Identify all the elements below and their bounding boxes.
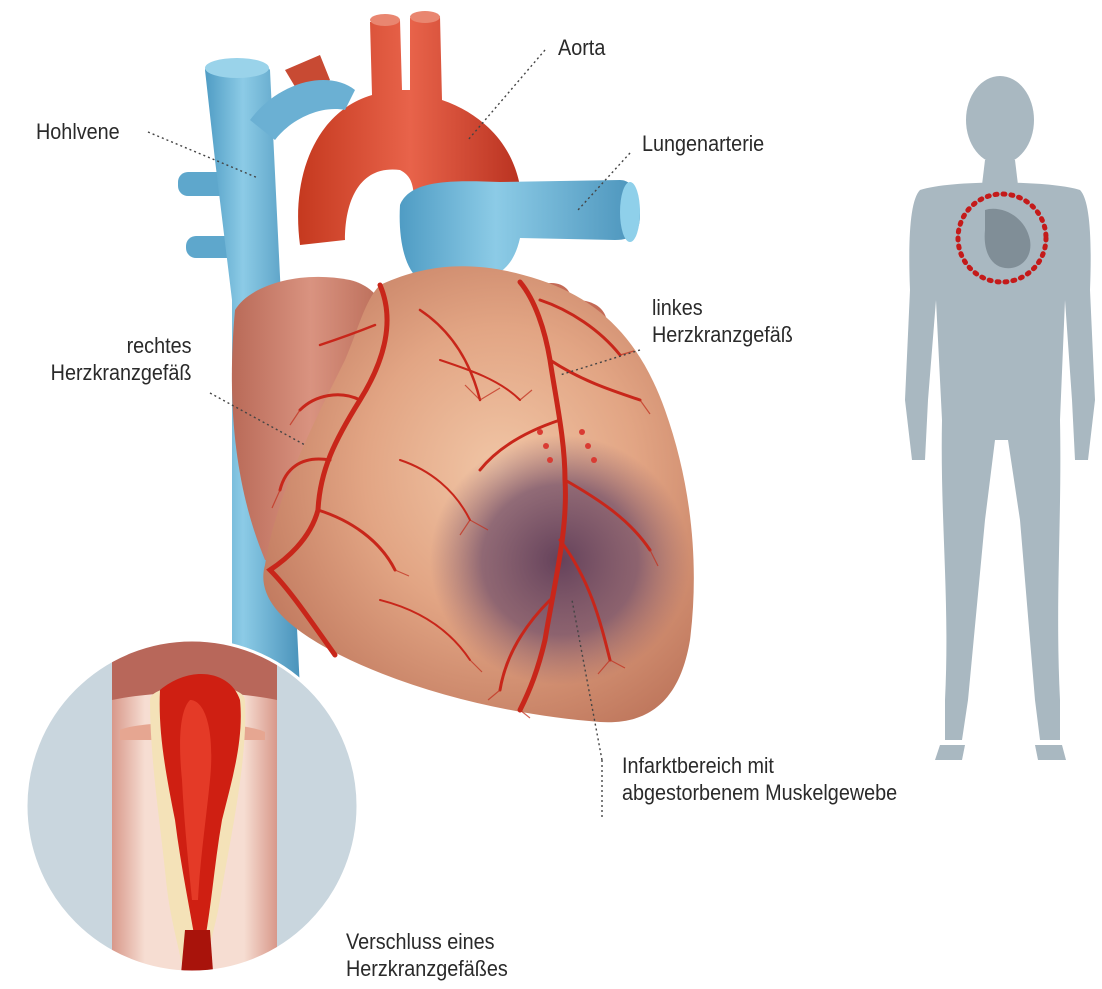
label-linkes-herzkranzgefaess: linkes Herzkranzgefäß: [652, 294, 793, 348]
label-verschluss-line2: Herzkranzgefäßes: [346, 955, 508, 982]
label-rechtes-herzkranzgefaess: rechtes Herzkranzgefäß: [51, 332, 192, 386]
label-hohlvene: Hohlvene: [36, 118, 120, 145]
label-infarkt-line1: Infarktbereich mit: [622, 752, 897, 779]
label-rechtes-line1: rechtes: [51, 332, 192, 359]
label-aorta: Aorta: [558, 34, 605, 61]
pulmonary-artery: [400, 180, 640, 280]
occlusion-inset: [26, 640, 358, 985]
label-infarkt-line2: abgestorbenem Muskelgewebe: [622, 779, 897, 806]
label-rechtes-line2: Herzkranzgefäß: [51, 359, 192, 386]
label-linkes-line2: Herzkranzgefäß: [652, 321, 793, 348]
human-silhouette: [905, 76, 1095, 760]
label-infarktbereich: Infarktbereich mit abgestorbenem Muskelg…: [622, 752, 897, 806]
label-lungenarterie: Lungenarterie: [642, 130, 764, 157]
label-verschluss-line1: Verschluss eines: [346, 928, 508, 955]
label-linkes-line1: linkes: [652, 294, 793, 321]
label-verschluss: Verschluss eines Herzkranzgefäßes: [346, 928, 508, 982]
